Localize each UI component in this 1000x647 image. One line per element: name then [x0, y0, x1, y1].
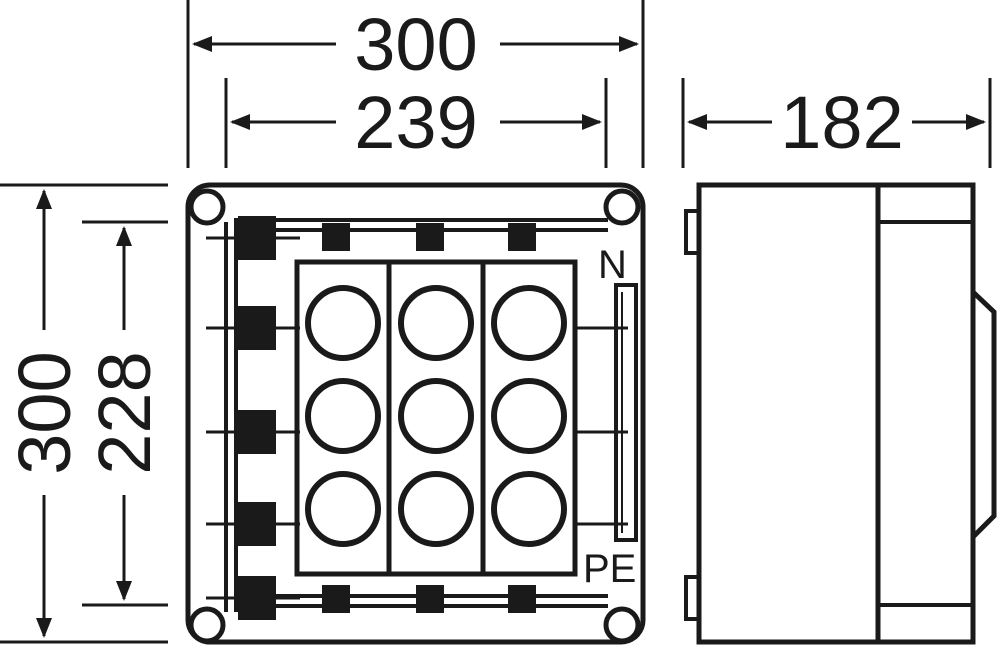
dimension-inner-height: 228 [83, 226, 166, 601]
lid-profile [971, 290, 997, 539]
terminal-block [322, 585, 350, 613]
terminal-block [238, 502, 276, 546]
inner-height-label: 228 [83, 351, 166, 474]
outer-width-label: 300 [354, 3, 477, 86]
cable-gland-knockout [305, 471, 381, 547]
cable-gland-knockout [398, 285, 474, 361]
terminal-block [238, 216, 276, 260]
cable-gland-knockout [398, 378, 474, 454]
mounting-lug-top [684, 209, 701, 255]
corner-screw-top-right [603, 188, 641, 226]
mounting-lug-bottom [684, 575, 701, 621]
terminal-block [508, 585, 536, 613]
dimension-outer-width: 300 [192, 3, 639, 86]
side-view [684, 182, 997, 645]
cable-gland-knockout [491, 471, 567, 547]
inner-width-label: 239 [354, 81, 477, 164]
terminal-block [416, 585, 444, 613]
cable-gland-knockout [398, 471, 474, 547]
cable-gland-knockout [491, 285, 567, 361]
outer-height-label: 300 [3, 351, 86, 474]
mounting-rails [224, 218, 608, 612]
cable-gland-knockout [491, 378, 567, 454]
cable-gland-grid [305, 285, 567, 547]
cable-gland-knockout [305, 285, 381, 361]
protective-earth-label: PE [583, 547, 636, 591]
left-terminal-studs [206, 216, 300, 620]
neutral-earth-busbar: N PE [583, 243, 638, 591]
corner-screw-bottom-right [603, 606, 641, 644]
bottom-terminal-blocks [322, 585, 536, 613]
terminal-block [238, 410, 276, 454]
gland-plate [294, 259, 578, 577]
enclosure-outline [185, 182, 646, 645]
terminal-block [238, 306, 276, 350]
terminal-block [238, 576, 276, 620]
top-terminal-blocks [322, 223, 536, 251]
dimension-inner-width: 239 [230, 81, 602, 164]
dimension-outer-height: 300 [3, 189, 86, 638]
dimension-depth: 182 [687, 81, 986, 164]
side-body-outline [696, 182, 976, 645]
front-view: N PE [185, 182, 646, 645]
neutral-label: N [598, 243, 627, 287]
right-terminal-studs [575, 326, 628, 526]
terminal-block [416, 223, 444, 251]
terminal-block [322, 223, 350, 251]
corner-screw-top-left [188, 188, 226, 226]
cable-gland-knockout [305, 378, 381, 454]
depth-label: 182 [780, 81, 903, 164]
corner-screw-bottom-left [188, 606, 226, 644]
terminal-block [508, 223, 536, 251]
